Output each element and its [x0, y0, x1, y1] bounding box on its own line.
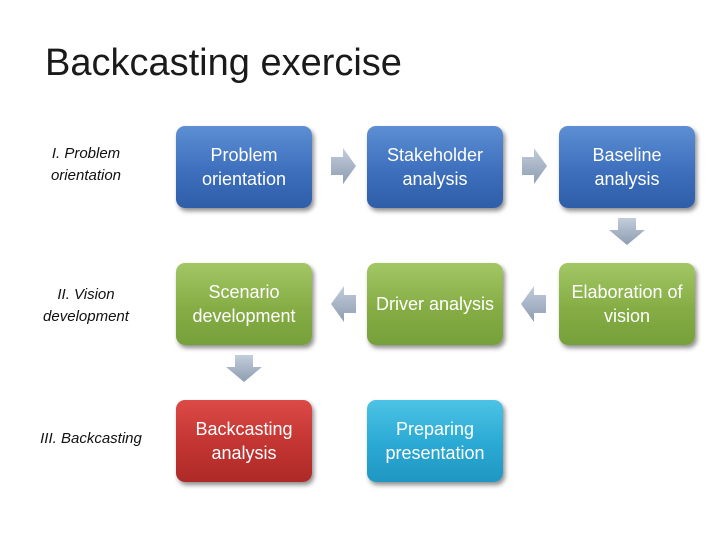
row-label-problem-orientation: I. Problem orientation — [50, 145, 122, 184]
arrow-left-icon — [521, 286, 546, 322]
arrow-left-icon — [331, 286, 356, 322]
arrow-right-icon — [522, 148, 547, 184]
box-elaboration-of-vision: Elaboration of vision — [559, 263, 695, 345]
arrow-right-icon — [331, 148, 356, 184]
box-preparing-presentation: Preparing presentation — [367, 400, 503, 482]
row-label-vision-development: II. Vision development — [43, 286, 129, 325]
box-scenario-development: Scenario development — [176, 263, 312, 345]
box-driver-analysis: Driver analysis — [367, 263, 503, 345]
box-backcasting-analysis: Backcasting analysis — [176, 400, 312, 482]
page-title: Backcasting exercise — [45, 42, 402, 84]
box-stakeholder-analysis: Stakeholder analysis — [367, 126, 503, 208]
arrow-down-icon — [226, 355, 262, 382]
box-problem-orientation: Problem orientation — [176, 126, 312, 208]
box-baseline-analysis: Baseline analysis — [559, 126, 695, 208]
arrow-down-icon — [609, 218, 645, 245]
row-label-backcasting: III. Backcasting — [40, 430, 142, 447]
